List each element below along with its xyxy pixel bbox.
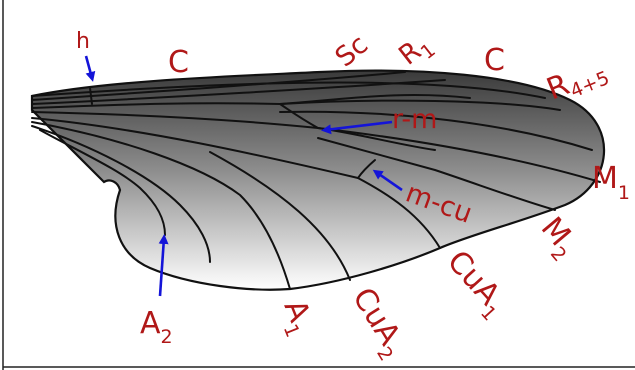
vein-r-m xyxy=(279,103,319,129)
label-r1: R1 xyxy=(393,28,439,75)
vein-cua1 xyxy=(31,117,359,179)
svg-text:M2: M2 xyxy=(529,211,585,266)
label-a1: A1 xyxy=(271,295,321,341)
label-cua2: CuA2 xyxy=(340,282,413,365)
vein-m-cu xyxy=(357,159,376,179)
arrow-h xyxy=(84,55,96,82)
vein-media xyxy=(31,111,436,151)
label-r4-5: R4+5 xyxy=(542,52,613,110)
vein-subcosta xyxy=(31,71,406,101)
vein-cua1-branch xyxy=(209,151,351,281)
vein-m1 xyxy=(317,127,601,183)
svg-text:Sc: Sc xyxy=(330,29,374,73)
arrow-m-cu xyxy=(372,169,403,192)
label-m1: M1 xyxy=(592,161,630,204)
vein-costa xyxy=(31,81,546,99)
vein-r4-5 xyxy=(279,110,593,151)
svg-text:R1: R1 xyxy=(393,28,439,75)
label-cua1: CuA1 xyxy=(436,244,515,325)
svg-text:CuA2: CuA2 xyxy=(340,282,413,365)
label-m2: M2 xyxy=(529,211,585,266)
vein-r2-3 xyxy=(279,99,561,111)
vein-r1 xyxy=(31,79,446,105)
label-r-m: r-m xyxy=(392,104,437,135)
svg-text:R4+5: R4+5 xyxy=(542,52,613,110)
svg-text:A1: A1 xyxy=(271,295,321,341)
vein-a1 xyxy=(31,125,211,263)
vein-m2 xyxy=(317,137,556,211)
label-h: h xyxy=(76,29,90,54)
label-sc: Sc xyxy=(330,29,374,73)
svg-text:CuA1: CuA1 xyxy=(436,244,515,325)
arrow-a2 xyxy=(158,234,169,297)
label-c-left: C xyxy=(168,45,189,80)
vein-a2 xyxy=(39,129,166,236)
label-c-right: C xyxy=(484,43,505,78)
arrow-r-m xyxy=(321,120,393,135)
label-a2: A2 xyxy=(140,306,173,348)
wing-membrane xyxy=(30,69,606,291)
vein-m3 xyxy=(357,177,441,249)
vein-cua2 xyxy=(31,121,291,290)
